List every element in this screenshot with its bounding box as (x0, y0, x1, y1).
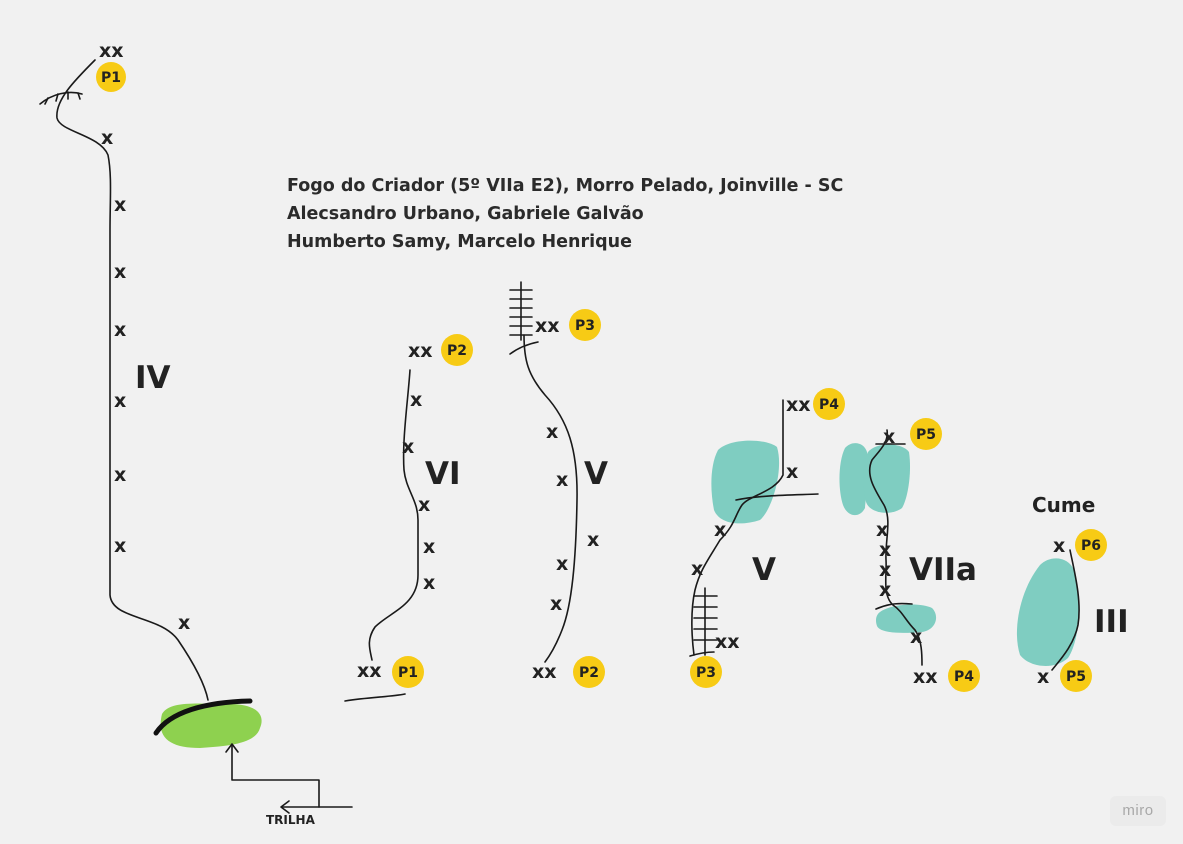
bolt: x (178, 612, 190, 634)
belay-p4: P4 (948, 660, 980, 692)
first-ascent-names-1: Alecsandro Urbano, Gabriele Galvão (287, 204, 644, 224)
grade-pitch-5: VIIa (909, 552, 977, 588)
grade-pitch-3: V (584, 456, 608, 492)
pitch-5-route-line (868, 429, 923, 666)
anchor-p2: xx (408, 340, 433, 362)
pitch-3-route-line (523, 334, 578, 663)
anchor-p1: xx (357, 660, 382, 682)
first-ascent-names-2: Humberto Samy, Marcelo Henrique (287, 232, 632, 252)
belay-p3: P3 (569, 309, 601, 341)
route-title: Fogo do Criador (5º VIIa E2), Morro Pela… (287, 176, 844, 196)
pitch-2-route-line (368, 369, 419, 661)
bolt: x (879, 579, 891, 601)
bolt: x (114, 464, 126, 486)
svg-text:P1: P1 (398, 665, 418, 681)
pitch-5: x x x x x x xx VIIa P5 P4 (839, 418, 980, 692)
rock-feature (839, 443, 869, 516)
svg-text:P6: P6 (1081, 538, 1101, 554)
bolt: x (114, 535, 126, 557)
pitch-1: xx x x x x x x x x IV P1 (39, 40, 209, 701)
svg-text:P5: P5 (916, 427, 936, 443)
route-title-block: Fogo do Criador (5º VIIa E2), Morro Pela… (287, 172, 843, 256)
svg-text:P5: P5 (1066, 669, 1086, 685)
bolt: x (876, 519, 888, 541)
bolt: x (114, 194, 126, 216)
bolt: x (556, 553, 568, 575)
pitch-1-route-line (56, 59, 209, 701)
grade-pitch-4: V (752, 552, 776, 588)
belay-p1: P1 (392, 656, 424, 688)
bolt: x (556, 469, 568, 491)
anchor-p4: xx (913, 666, 938, 688)
anchor-p1-top: xx (99, 40, 124, 62)
bolt: x (1053, 535, 1065, 557)
rock-feature (1016, 558, 1079, 666)
bolt: x (786, 461, 798, 483)
grade-pitch-1: IV (135, 360, 171, 396)
belay-p2: P2 (573, 656, 605, 688)
bolt: x (587, 529, 599, 551)
bolt: x (410, 389, 422, 411)
bolt: x (101, 127, 113, 149)
bolt: x (402, 436, 414, 458)
bolt: x (691, 558, 703, 580)
rock-feature (711, 440, 780, 524)
bolt: x (423, 572, 435, 594)
rock-feature (863, 444, 911, 513)
belay-p1-top: P1 (96, 62, 126, 92)
pitch-4-route-line (691, 399, 784, 656)
trail: TRILHA (225, 743, 353, 827)
bolt: x (883, 426, 895, 448)
bolt: x (114, 261, 126, 283)
bolt: x (879, 559, 891, 581)
belay-p5: P5 (1060, 660, 1092, 692)
grade-pitch-2: VI (425, 456, 461, 492)
pitch-6-route-line (1051, 549, 1080, 671)
anchor-p3: xx (535, 315, 560, 337)
belay-p3: P3 (690, 656, 722, 688)
bolt: x (114, 319, 126, 341)
pitch-2: xx x x x x x xx VI P2 P1 (344, 334, 473, 702)
svg-text:P3: P3 (575, 318, 595, 334)
anchor-p2: xx (532, 661, 557, 683)
belay-p6: P6 (1075, 529, 1107, 561)
miro-watermark[interactable]: miro (1110, 796, 1166, 826)
svg-text:P1: P1 (101, 70, 121, 86)
bolt: x (879, 539, 891, 561)
bolt: x (1037, 666, 1049, 688)
belay-p2: P2 (441, 334, 473, 366)
bolt: x (114, 390, 126, 412)
bolt: x (418, 494, 430, 516)
trail-line (231, 745, 353, 808)
belay-p5: P5 (910, 418, 942, 450)
svg-text:P4: P4 (819, 397, 839, 413)
pitch-3: xx x x x x x xx V P3 P2 (509, 281, 608, 688)
trail-label: TRILHA (266, 813, 316, 827)
belay-p4: P4 (813, 388, 845, 420)
start-boulder (153, 698, 262, 748)
grade-pitch-6: III (1094, 604, 1129, 640)
bolt: x (423, 536, 435, 558)
pitch-4: xx x x x xx V P4 P3 (689, 388, 845, 688)
svg-text:P2: P2 (579, 665, 599, 681)
svg-text:P4: P4 (954, 669, 974, 685)
bolt: x (910, 626, 922, 648)
bolt: x (714, 519, 726, 541)
bolt: x (550, 593, 562, 615)
bolt: x (546, 421, 558, 443)
anchor-p3: xx (715, 631, 740, 653)
pitch-6: Cume x x III P6 P5 (1016, 493, 1129, 692)
summit-label: Cume (1032, 493, 1095, 517)
anchor-p4: xx (786, 394, 811, 416)
svg-text:P2: P2 (447, 343, 467, 359)
svg-text:P3: P3 (696, 665, 716, 681)
